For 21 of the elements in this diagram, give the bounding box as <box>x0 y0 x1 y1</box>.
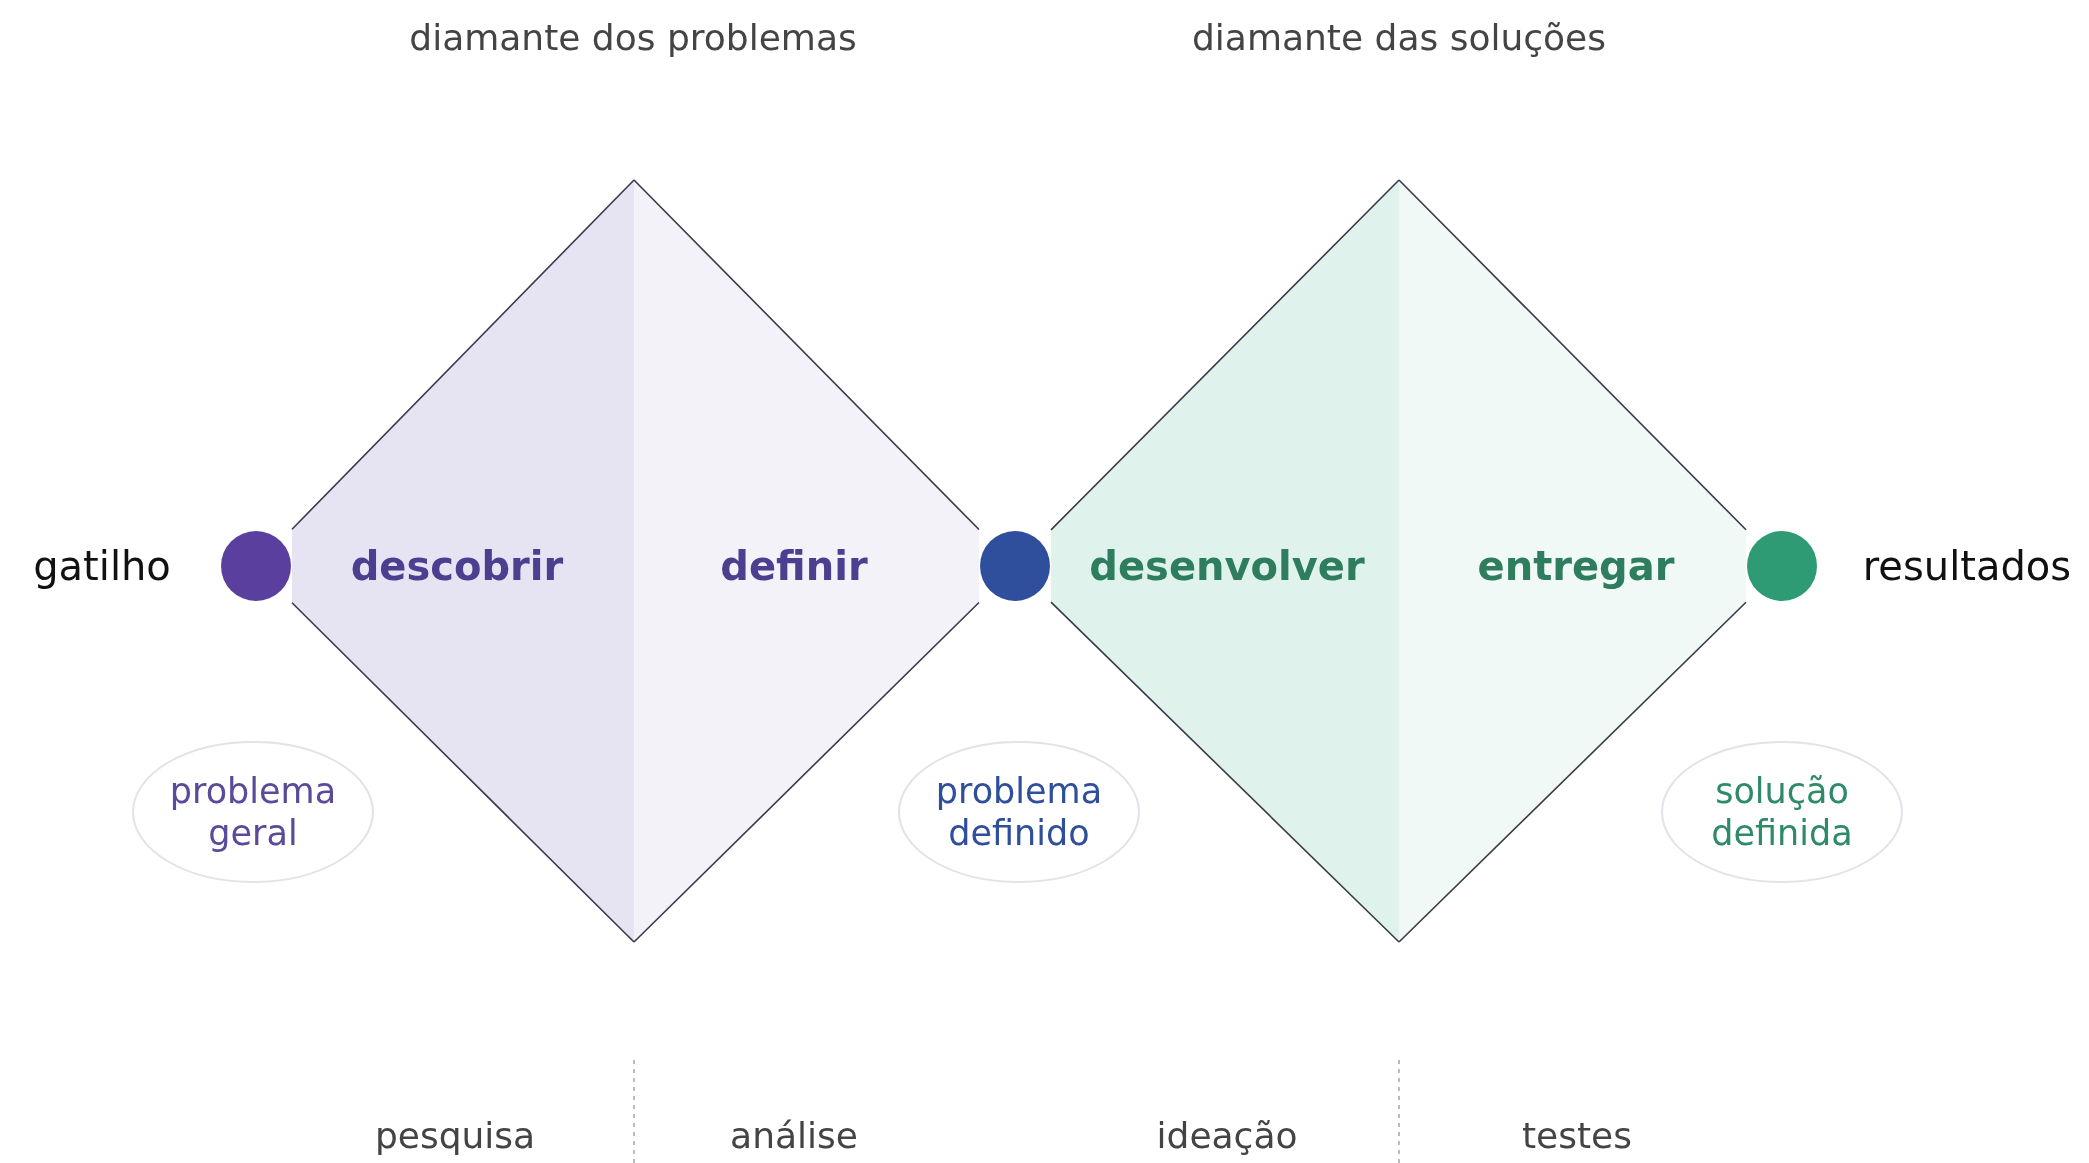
activity-label: pesquisa <box>374 1114 536 1156</box>
milestone-dot <box>221 531 291 601</box>
outcome-ellipse <box>132 741 374 883</box>
outcome-label: solução definida <box>1710 770 1854 854</box>
phase-label: desenvolver <box>1089 543 1365 589</box>
phase-label: descobrir <box>350 543 564 589</box>
phase-label: entregar <box>1477 543 1675 589</box>
end-label: resultados <box>1862 543 2072 589</box>
section-title: diamante das soluções <box>1192 16 1606 58</box>
outcome-ellipse <box>898 741 1140 883</box>
outcome-ellipse <box>1661 741 1903 883</box>
activity-label: testes <box>1522 1114 1632 1156</box>
section-title: diamante dos problemas <box>409 16 857 58</box>
outcome-label: problema geral <box>168 770 338 854</box>
milestone-dot <box>980 531 1050 601</box>
outcome-label: problema definido <box>934 770 1104 854</box>
milestone-dot <box>1747 531 1817 601</box>
start-label: gatilho <box>33 543 171 589</box>
activity-label: análise <box>730 1114 858 1156</box>
activity-label: ideação <box>1156 1114 1298 1156</box>
phase-label: definir <box>720 543 868 589</box>
